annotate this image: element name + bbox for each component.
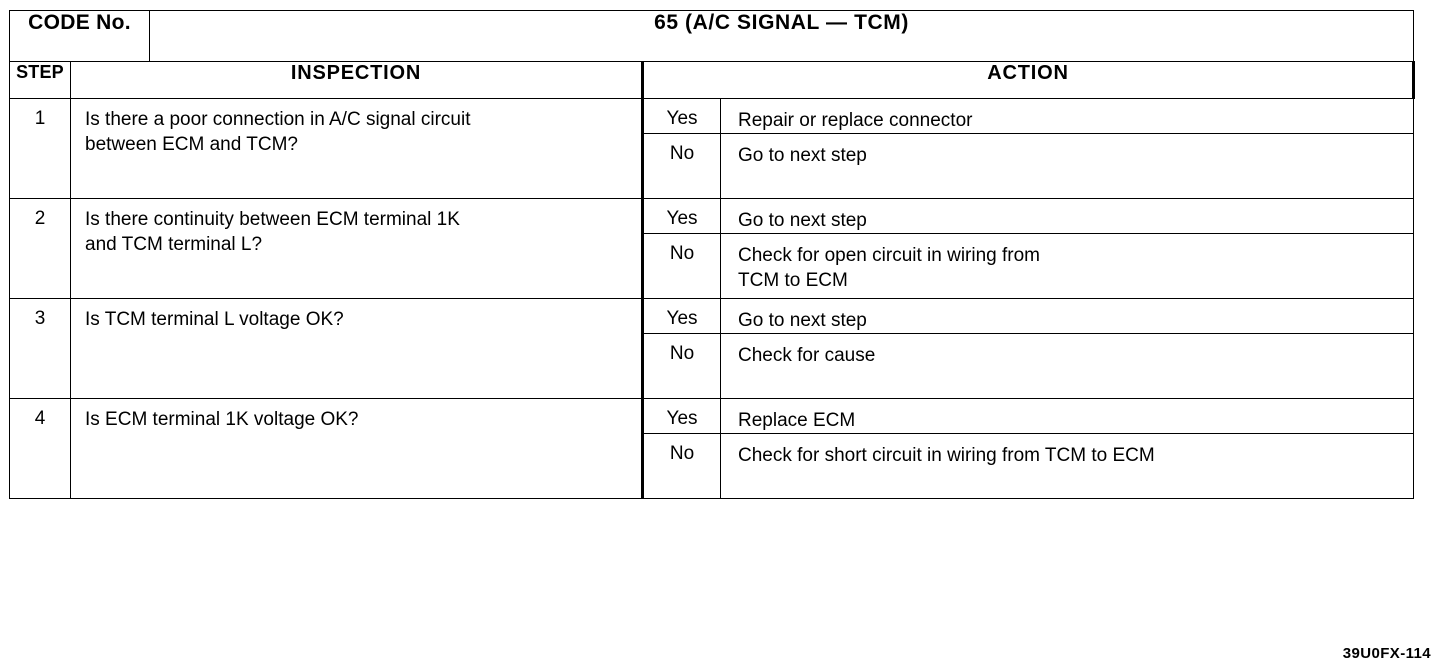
table-row: 4 Is ECM terminal 1K voltage OK? Yes Rep…: [9, 398, 1415, 500]
column-header-action-cell: ACTION: [641, 61, 1416, 99]
action-no-cell: Check for cause: [720, 333, 1415, 400]
step-number: 2: [34, 208, 46, 230]
answer-yes-cell: Yes: [641, 398, 722, 435]
action-no-cell: Check for short circuit in wiring from T…: [720, 433, 1415, 500]
inspection-cell: Is there a poor connection in A/C signal…: [69, 97, 644, 200]
answer-yes-cell: Yes: [641, 198, 722, 235]
table-row: No Check for short circuit in wiring fro…: [10, 433, 1415, 500]
action-yes-cell: Go to next step: [720, 198, 1415, 235]
action-no-text: Check for cause: [738, 345, 876, 367]
answer-yes-label: Yes: [666, 208, 698, 230]
answer-no-cell: No: [641, 433, 722, 500]
action-yes-cell: Replace ECM: [720, 398, 1415, 435]
figure-reference-code: 39U0FX-114: [1342, 645, 1431, 662]
code-title: 65 (A/C SIGNAL — TCM): [654, 11, 909, 34]
answer-no-cell: No: [641, 333, 722, 400]
step-number-cell: 2: [9, 198, 71, 300]
table-row: No Check for cause: [10, 333, 1415, 400]
answer-no-label: No: [669, 243, 695, 265]
step-number: 1: [34, 108, 46, 129]
table-row: 3 Is TCM terminal L voltage OK? Yes Go t…: [9, 298, 1415, 400]
answer-yes-cell: Yes: [641, 298, 722, 335]
action-yes-text: Go to next step: [738, 310, 867, 332]
answer-no-label: No: [669, 143, 695, 165]
code-no-label-cell: CODE No.: [8, 10, 151, 62]
table-row: 2 Is there continuity between ECM termin…: [9, 198, 1415, 300]
answer-yes-cell: Yes: [641, 97, 722, 135]
inspection-text: Is ECM terminal 1K voltage OK?: [85, 409, 359, 431]
column-header-step: STEP: [16, 62, 64, 82]
action-yes-cell: Go to next step: [720, 298, 1415, 335]
action-no-cell: Check for open circuit in wiring from TC…: [720, 233, 1415, 300]
action-yes-text: Replace ECM: [738, 410, 856, 432]
answer-no-label: No: [669, 443, 695, 465]
inspection-text: Is TCM terminal L voltage OK?: [85, 309, 344, 331]
action-no-text: Check for short circuit in wiring from T…: [738, 445, 1155, 467]
column-header-action: ACTION: [987, 62, 1069, 84]
inspection-text: Is there continuity between ECM terminal…: [85, 209, 460, 256]
code-header-row: CODE No. 65 (A/C SIGNAL — TCM): [8, 10, 1415, 62]
table-row: No Check for open circuit in wiring from…: [10, 233, 1415, 300]
step-number: 4: [34, 408, 46, 430]
inspection-cell: Is TCM terminal L voltage OK?: [69, 298, 644, 400]
action-yes-cell: Repair or replace connector: [720, 97, 1415, 135]
column-header-inspection: INSPECTION: [290, 62, 422, 84]
inspection-text: Is there a poor connection in A/C signal…: [85, 109, 471, 156]
action-no-text: Go to next step: [738, 145, 867, 167]
table-row: No Go to next step: [10, 133, 1415, 200]
answer-yes-label: Yes: [666, 408, 698, 430]
action-yes-text: Go to next step: [738, 210, 867, 232]
diagnostic-troubleshooting-table: CODE No. 65 (A/C SIGNAL — TCM) STEP INSP…: [8, 10, 1416, 500]
answer-no-label: No: [669, 343, 695, 365]
code-title-cell: 65 (A/C SIGNAL — TCM): [149, 10, 1415, 62]
table-row: 1 Is there a poor connection in A/C sign…: [9, 97, 1415, 200]
answer-no-cell: No: [641, 233, 722, 300]
step-number-cell: 3: [9, 298, 71, 400]
column-header-step-cell: STEP: [9, 61, 71, 99]
step-number-cell: 1: [9, 97, 71, 200]
column-header-row: STEP INSPECTION ACTION: [9, 61, 1416, 99]
step-number-cell: 4: [9, 398, 71, 500]
code-no-label: CODE No.: [28, 11, 131, 34]
step-number: 3: [34, 308, 46, 330]
answer-yes-label: Yes: [666, 308, 698, 330]
action-no-text: Check for open circuit in wiring from TC…: [738, 245, 1041, 292]
inspection-cell: Is there continuity between ECM terminal…: [69, 198, 644, 300]
answer-yes-label: Yes: [666, 108, 698, 129]
action-yes-text: Repair or replace connector: [738, 110, 973, 131]
inspection-cell: Is ECM terminal 1K voltage OK?: [69, 398, 644, 500]
answer-no-cell: No: [641, 133, 722, 200]
action-no-cell: Go to next step: [720, 133, 1415, 200]
column-header-inspection-cell: INSPECTION: [69, 61, 644, 99]
